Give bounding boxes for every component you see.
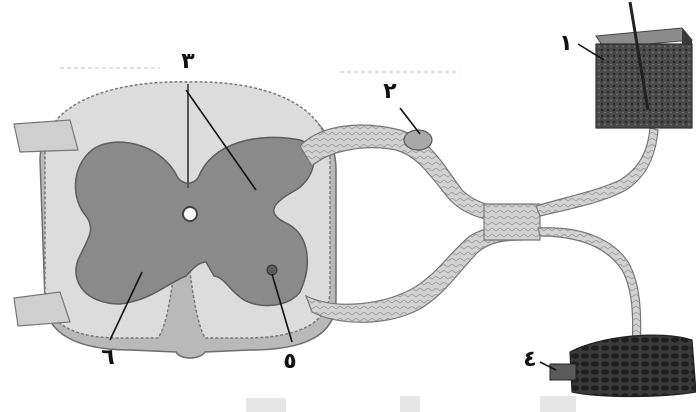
nerve-roots xyxy=(300,125,658,348)
muscle-effector xyxy=(550,335,696,396)
leader-line-2 xyxy=(400,108,420,134)
label-4: ٤ xyxy=(523,347,536,372)
label-6: ٦ xyxy=(101,345,114,370)
label-3: ٣ xyxy=(181,49,195,74)
left-ventral-root-stub xyxy=(14,292,70,326)
sensory-nerve-fiber xyxy=(536,128,658,216)
label-2: ٢ xyxy=(383,79,397,104)
motor-neuron-body xyxy=(267,265,277,275)
spinal-cord xyxy=(14,82,336,358)
spinal-nerve xyxy=(484,204,540,240)
label-5: ٥ xyxy=(283,349,296,374)
left-dorsal-root-stub xyxy=(14,120,78,152)
skin-receptor xyxy=(596,2,692,128)
motor-nerve-fiber xyxy=(538,228,641,348)
dorsal-root-ganglion xyxy=(404,130,432,150)
label-1: ١ xyxy=(559,31,572,56)
central-canal xyxy=(183,207,197,221)
